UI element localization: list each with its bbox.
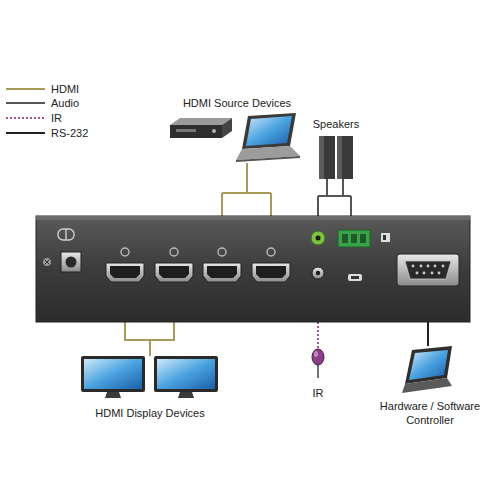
legend-text: Audio [51,96,79,110]
controller-label: Hardware / Software Controller [371,399,489,427]
dvd-player [170,118,232,138]
display-monitor [81,356,218,398]
power-section [43,229,81,272]
matrix-switch-housing [36,216,470,322]
ir-emitter [312,349,324,378]
legend-line-sample [6,88,45,90]
legend-text: HDMI [51,82,79,96]
speakers-label: Speakers [313,117,359,131]
legend-line-sample [6,102,45,104]
hdmi-port [106,248,290,282]
legend-text: RS-232 [51,126,88,140]
controller-icon [402,346,452,393]
legend-line-sample [6,132,45,134]
ir-usb-ports [312,267,362,281]
display-devices-label: HDMI Display Devices [95,406,204,420]
source-devices-label: HDMI Source Devices [183,96,291,110]
speakers-icon [319,136,353,179]
audio-ports [311,230,390,247]
ir-label: IR [313,386,324,400]
laptop [236,113,300,162]
rs232-port [397,254,459,286]
legend-line-sample [6,117,45,119]
legend-text: IR [51,111,62,125]
